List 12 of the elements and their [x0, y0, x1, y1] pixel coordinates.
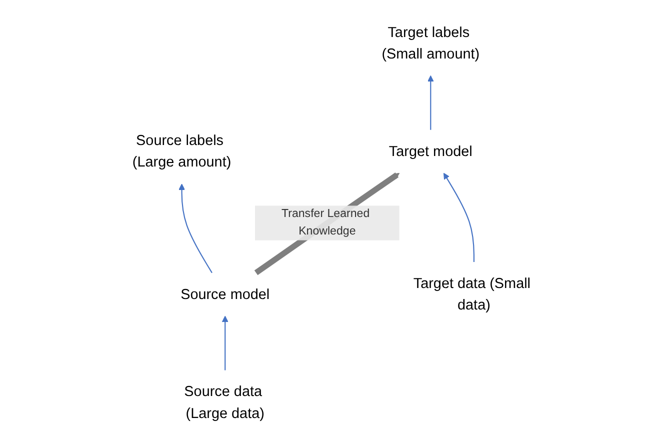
node-text: Source data (Large data)	[184, 384, 265, 422]
flow-diagram: Transfer Learned Knowledge Source labels (Large amount) Source model Source data (Large data) Target labels (Small amount) Target model Target data (Small data)	[93, 5, 563, 441]
arrow	[222, 316, 228, 370]
arrow	[178, 184, 213, 274]
node-text: Target labels (Small amount)	[382, 24, 480, 62]
arrow	[428, 75, 434, 130]
arrow	[254, 172, 400, 276]
node-text: Source labels (Large amount)	[132, 132, 232, 170]
node-text: Source model	[180, 286, 270, 302]
node-text: Target data (Small data)	[413, 276, 531, 314]
node-text: Target model	[389, 144, 473, 160]
arrow	[444, 172, 475, 262]
